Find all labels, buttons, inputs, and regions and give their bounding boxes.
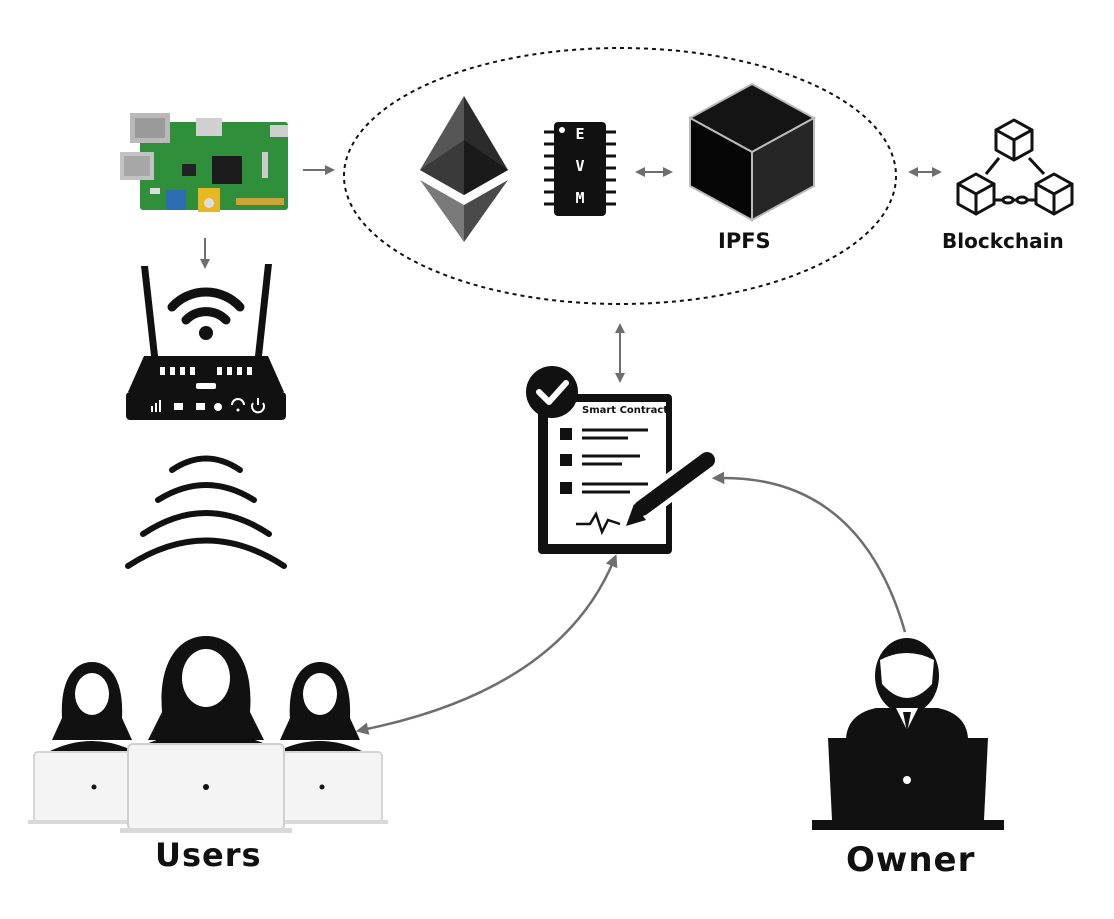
smart-contract-document-icon <box>538 394 672 554</box>
pen-icon <box>626 447 720 526</box>
owner-label: Owner <box>846 840 976 880</box>
arrow-owner-contract <box>711 471 907 633</box>
evm-letter-e: E <box>575 125 585 143</box>
network-boundary-ellipse <box>343 47 897 305</box>
raspberry-pi-board-icon <box>120 113 288 212</box>
evm-letter-v: V <box>575 157 585 175</box>
ipfs-cube-icon <box>687 82 817 222</box>
wireless-signal-icon <box>125 455 287 569</box>
wifi-router-icon <box>126 264 286 420</box>
users-at-laptops-icon <box>28 636 388 833</box>
owner-at-laptop-icon <box>812 638 1004 830</box>
blockchain-network-icon <box>956 118 1074 216</box>
ipfs-label: IPFS <box>718 229 771 253</box>
blockchain-label: Blockchain <box>942 229 1064 253</box>
arrow-users-contract <box>355 554 618 735</box>
smart-contract-title: Smart Contract <box>582 405 669 416</box>
evm-letter-m: M <box>575 189 585 207</box>
evm-chip-icon <box>544 122 616 216</box>
ethereum-logo-icon <box>420 96 508 242</box>
users-label: Users <box>155 836 262 874</box>
checkmark-icon <box>526 366 578 418</box>
